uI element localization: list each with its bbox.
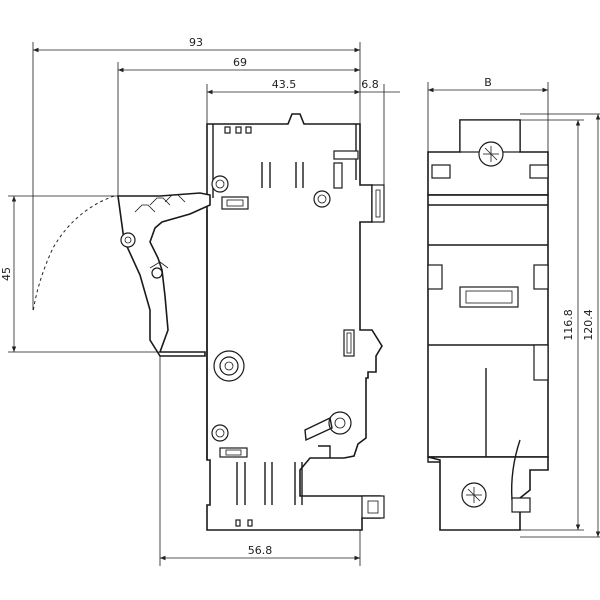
handle-travel-arc (32, 195, 115, 313)
side-handle (117, 192, 211, 357)
side-top-slot-3 (245, 126, 252, 134)
side-indicator-window (221, 196, 249, 210)
dim-6.8-label: 6.8 (361, 78, 379, 91)
front-view (427, 119, 549, 531)
side-latch-spring (328, 411, 352, 435)
dim-69-label: 69 (233, 56, 247, 69)
front-lower-section (427, 456, 549, 531)
dimension-lines: 93 69 43.5 6.8 45 56.8 B 116.8 120.4 (0, 36, 600, 566)
side-screw-upper-right (313, 190, 331, 208)
dim-43.5-label: 43.5 (272, 78, 297, 91)
handle-pivot (120, 232, 136, 248)
side-view (32, 113, 385, 531)
dim-120.4-label: 120.4 (582, 309, 595, 341)
side-screw-bottom-left (211, 424, 229, 442)
dim-93-label: 93 (189, 36, 203, 49)
side-top-slot-1 (224, 126, 231, 134)
dim-45-label: 45 (0, 267, 13, 281)
dim-B-label: B (484, 76, 492, 89)
front-indicator-window (459, 286, 519, 308)
dim-56.8-label: 56.8 (248, 544, 273, 557)
side-screw-upper-left (211, 175, 229, 193)
dim-116.8-label: 116.8 (562, 309, 575, 341)
front-body (427, 194, 549, 458)
side-top-slot-2 (235, 126, 242, 134)
